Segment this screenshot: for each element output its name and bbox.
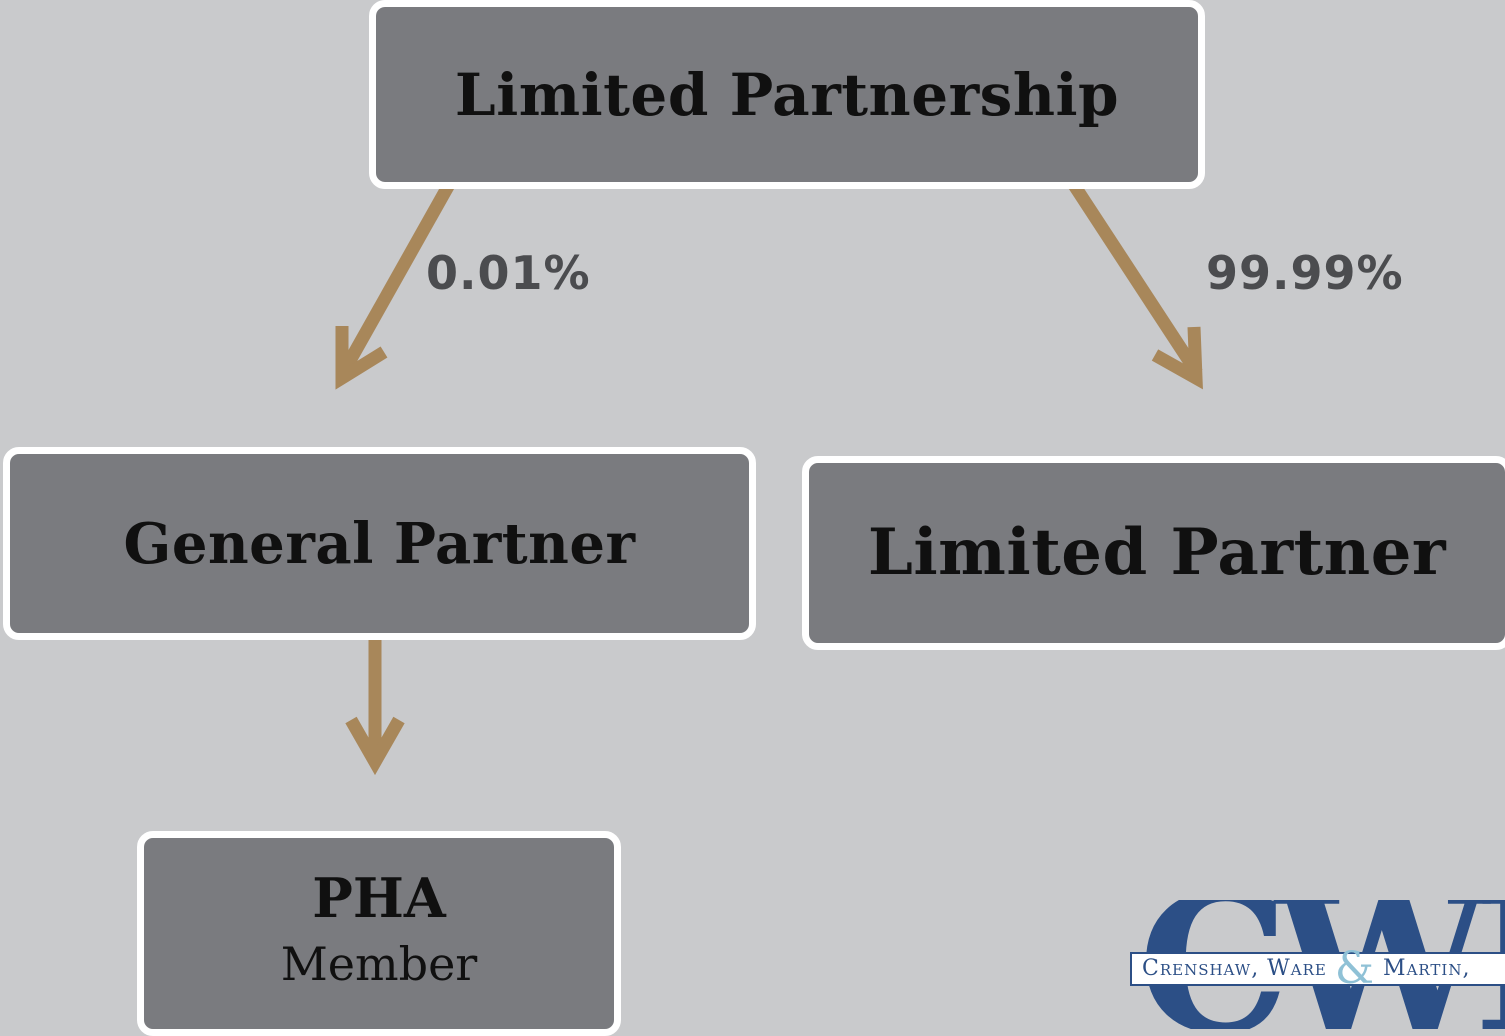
logo-band [1130,952,1505,986]
general-partner-box: General Partner [3,447,756,640]
limited-partnership-title: Limited Partnership [454,60,1120,129]
logo-text-before: Crenshaw, Ware [1142,956,1335,981]
pha-title: PHA [312,865,446,930]
limited-partner-share-label: 99.99% [1206,246,1404,300]
logo-text-after: Martin, [1375,956,1471,981]
logo-firm-name: Crenshaw, Ware & Martin, [1142,947,1471,991]
arrow-to-limited-partner [1051,155,1203,377]
arrow-head-limited-partner [1151,326,1203,390]
limited-partnership-box: Limited Partnership [369,0,1205,189]
limited-partner-title: Limited Partner [867,515,1447,590]
limited-partner-box: Limited Partner [802,456,1505,650]
arrow-head-general-partner [335,326,388,390]
pha-box: PHA Member [137,831,621,1036]
arrow-head-pha [345,716,405,776]
general-partner-share-label: 0.01% [426,246,591,300]
pha-subtitle: Member [280,936,478,991]
logo-ampersand: & [1334,943,1376,994]
general-partner-title: General Partner [123,510,636,577]
firm-logo: CWM Crenshaw, Ware & Martin, [1128,900,1505,1029]
